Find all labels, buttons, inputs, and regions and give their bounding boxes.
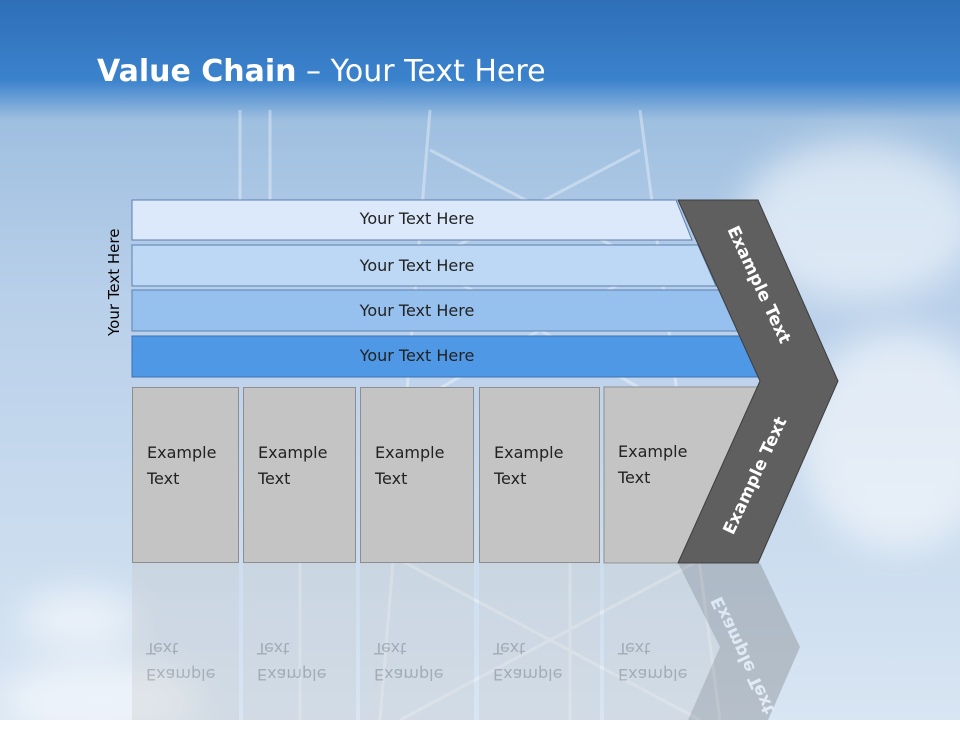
- value-chain-shapes: Example Text Example Text: [131, 199, 839, 564]
- row-1-label: Your Text Here: [359, 209, 475, 228]
- activity-box-1-label: Example Text: [147, 443, 217, 488]
- activity-box-3: Example Text: [360, 387, 474, 563]
- activity-box-2-label: Example Text: [258, 443, 328, 488]
- row-2-label: Your Text Here: [359, 256, 475, 275]
- activity-box-2: Example Text: [243, 387, 356, 563]
- row-3: Your Text Here: [132, 290, 702, 331]
- activity-box-4-label: Example Text: [494, 443, 564, 488]
- activity-box-3-label: Example Text: [375, 443, 445, 488]
- row-4-label: Your Text Here: [359, 346, 475, 365]
- row-shape-1: [131, 199, 693, 241]
- activity-box-1: Example Text: [132, 387, 239, 563]
- page-title: Value Chain – Your Text Here: [97, 54, 546, 89]
- activity-box-4: Example Text: [479, 387, 600, 563]
- row-shape-2: [131, 244, 717, 287]
- activity-box-5: Example Text: [604, 387, 724, 563]
- title-rest: – Your Text Here: [296, 54, 546, 89]
- title-bold: Value Chain: [97, 54, 297, 89]
- activity-box-5-label: Example Text: [618, 442, 688, 487]
- cloud: [20, 590, 140, 650]
- row-3-label: Your Text Here: [359, 301, 475, 320]
- row-2: Your Text Here: [132, 245, 702, 286]
- row-4: Your Text Here: [132, 336, 702, 377]
- chevron-arrow: [677, 199, 839, 564]
- row-1: Your Text Here: [132, 200, 702, 240]
